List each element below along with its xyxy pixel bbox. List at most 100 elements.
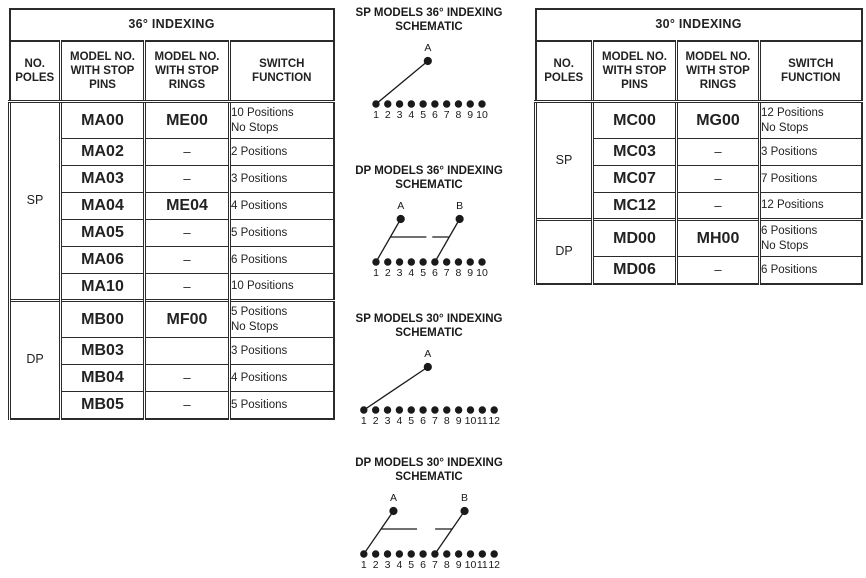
pole-label: B [461,492,468,504]
contact-number-label: 4 [408,109,414,121]
model-stop-pins-cell: MA04 [59,192,145,220]
contact-dot [454,100,463,108]
contact-number-label: 2 [385,109,391,121]
contact-dot [466,258,474,266]
schematic-subtitle: SCHEMATIC [395,327,463,339]
switch-function-cell: 6 Positions No Stops [757,218,862,257]
contact-number-label: 4 [396,559,402,571]
contact-dot [372,100,380,108]
switch-function-cell: 2 Positions [227,138,334,166]
contact-dot [407,550,415,558]
contact-dot [395,550,404,558]
model-stop-pins-cell: MA05 [59,219,145,247]
header-model-stop-pins: MODEL NO. WITH STOP PINS [591,41,677,103]
contact-dot [371,406,380,414]
contact-dot [419,100,427,108]
header-no-poles: NO. POLES [535,41,593,103]
table-row: MC07–7 Positions [536,165,862,193]
contact-number-label: 5 [420,109,426,121]
table-36-indexing: 36° INDEXING NO. POLES MODEL NO. WITH ST… [8,8,335,420]
header-model-stop-pins: MODEL NO. WITH STOP PINS [59,41,145,103]
model-stop-pins-cell: MB00 [59,299,145,338]
model-stop-rings-cell: – [675,192,760,220]
contact-number-label: 9 [467,109,473,121]
contact-number-label: 10 [465,415,477,427]
model-stop-rings-cell: – [143,391,230,419]
model-stop-pins-cell: MC00 [591,101,677,139]
model-stop-rings-cell: – [143,246,230,274]
schematic-subtitle: SCHEMATIC [395,21,463,33]
table-row: MA02–2 Positions [10,138,334,166]
table-row: MC12–12 Positions [536,192,862,220]
contact-number-label: 3 [397,109,403,121]
table-row: MA06–6 Positions [10,246,334,274]
contact-dot [360,406,368,414]
switch-function-cell: 5 Positions [227,391,334,419]
contact-dot [419,406,427,414]
table-title-row: 30° INDEXING [535,9,862,42]
switch-function-cell: 10 Positions [227,273,334,301]
model-stop-rings-cell: – [143,138,230,166]
contact-number-label: 10 [476,267,488,279]
contact-dot [466,100,474,108]
contact-number-label: 10 [465,559,477,571]
model-stop-pins-cell: MA00 [59,101,145,139]
switch-function-cell: 3 Positions [227,337,334,365]
contact-number-label: 12 [488,559,500,571]
contact-number-label: 4 [408,267,414,279]
model-stop-pins-cell: MB04 [59,364,145,392]
model-stop-pins-cell: MA10 [59,273,145,301]
contact-dot [490,550,498,558]
contact-number-label: 8 [444,415,450,427]
schematic-title: DP MODELS 36° INDEXING [355,165,503,177]
table-header-row: NO. POLES MODEL NO. WITH STOP PINS MODEL… [535,41,862,103]
contact-dot [395,100,404,108]
table-title: 30° INDEXING [535,9,862,42]
contact-dot [431,550,439,558]
contact-dot [383,406,392,414]
wiper-line [363,366,429,411]
header-model-stop-rings: MODEL NO. WITH STOP RINGS [675,41,760,103]
contact-number-label: 6 [420,415,426,427]
contact-number-label: 1 [373,109,379,121]
contact-number-label: 9 [456,415,462,427]
wiper-line [375,60,429,105]
wiper-line [434,510,466,555]
pole-common-dot [423,362,432,372]
pole-label: A [424,42,431,54]
contact-dot [395,258,404,266]
contact-number-label: 10 [476,109,488,121]
model-stop-pins-cell: MB03 [59,337,145,365]
contact-number-label: 7 [432,415,438,427]
contact-number-label: 2 [373,559,379,571]
contact-number-label: 9 [467,267,473,279]
contact-dot [431,100,439,108]
contact-dot [454,406,463,414]
switch-function-cell: 12 Positions [757,192,862,220]
contact-number-label: 6 [420,559,426,571]
contact-dot [407,258,416,266]
contact-dot [442,258,451,266]
model-stop-pins-cell: MD00 [591,218,677,257]
model-stop-rings-cell: MG00 [675,101,760,139]
contact-dot [384,258,392,266]
model-stop-rings-cell: – [143,165,230,193]
contact-dot [431,406,439,414]
contact-dot [419,550,427,558]
contact-number-label: 8 [456,267,462,279]
switch-function-cell: 10 Positions No Stops [227,101,334,139]
poles-cell: SP [534,101,593,220]
header-model-stop-rings: MODEL NO. WITH STOP RINGS [143,41,230,103]
table-header-row: NO. POLES MODEL NO. WITH STOP PINS MODEL… [9,41,334,103]
switch-function-cell: 4 Positions [227,364,334,392]
contact-number-label: 2 [373,415,379,427]
contact-number-label: 3 [385,415,391,427]
contact-dot [466,550,475,558]
contact-dot [478,406,487,414]
